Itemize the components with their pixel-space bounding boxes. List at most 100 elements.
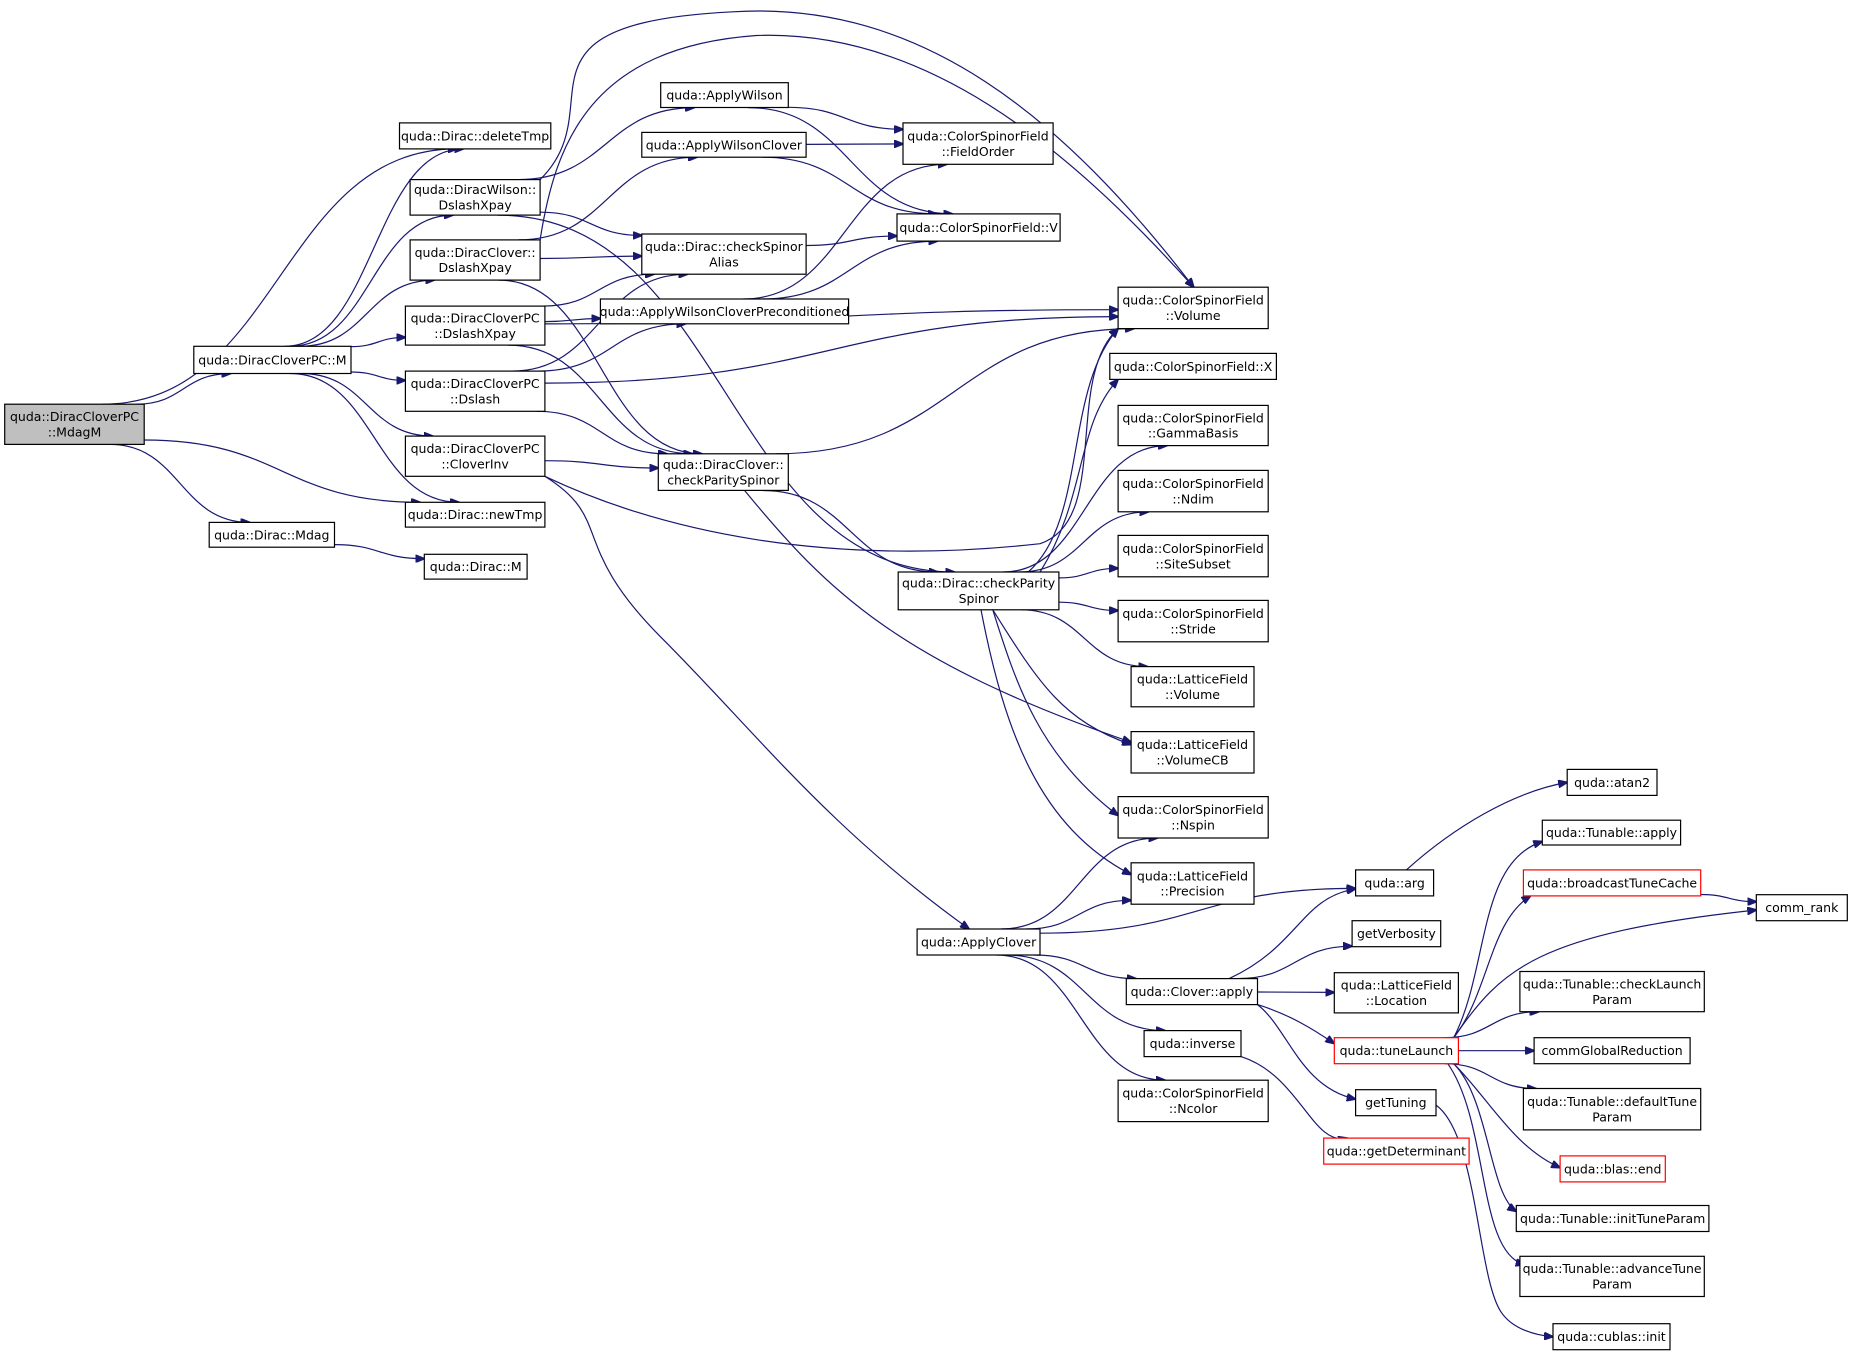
node-arg[interactable]: quda::arg bbox=[1354, 869, 1435, 897]
node-csfx[interactable]: quda::ColorSpinorField::X bbox=[1109, 352, 1278, 380]
node-stride[interactable]: quda::ColorSpinorField::Stride bbox=[1117, 599, 1269, 643]
node-csfvolume[interactable]: quda::ColorSpinorField::Volume bbox=[1117, 286, 1269, 330]
node-box[interactable] bbox=[1117, 795, 1269, 839]
node-lfvolume[interactable]: quda::LatticeField::Volume bbox=[1130, 665, 1255, 708]
node-box[interactable] bbox=[1323, 1137, 1470, 1165]
node-deletetmp[interactable]: quda::Dirac::deleteTmp bbox=[398, 122, 552, 150]
node-mdag[interactable]: quda::Dirac::Mdag bbox=[208, 521, 336, 548]
node-box[interactable] bbox=[641, 131, 807, 158]
node-box[interactable] bbox=[657, 453, 789, 491]
node-box[interactable] bbox=[208, 521, 336, 548]
node-csfv[interactable]: quda::ColorSpinorField::V bbox=[896, 213, 1061, 242]
node-box[interactable] bbox=[1117, 286, 1269, 330]
node-diracm[interactable]: quda::Dirac::M bbox=[423, 553, 528, 580]
node-applywcp[interactable]: quda::ApplyWilsonCloverPreconditioned bbox=[599, 298, 850, 325]
node-gettuning[interactable]: getTuning bbox=[1354, 1089, 1437, 1117]
node-box[interactable] bbox=[1333, 1037, 1460, 1065]
node-box[interactable] bbox=[4, 403, 145, 446]
node-box[interactable] bbox=[423, 553, 528, 580]
node-box[interactable] bbox=[409, 239, 541, 281]
node-box[interactable] bbox=[404, 501, 546, 528]
node-tunableapply[interactable]: quda::Tunable::apply bbox=[1541, 819, 1682, 846]
node-inittune[interactable]: quda::Tunable::initTuneParam bbox=[1515, 1204, 1710, 1233]
node-cloverparity[interactable]: quda::DiracClover::checkParitySpinor bbox=[657, 453, 789, 491]
node-box[interactable] bbox=[897, 571, 1060, 611]
node-box[interactable] bbox=[1125, 977, 1259, 1006]
node-box[interactable] bbox=[1130, 665, 1255, 708]
node-box[interactable] bbox=[1354, 869, 1435, 897]
node-getverbosity[interactable]: getVerbosity bbox=[1351, 920, 1442, 948]
node-box[interactable] bbox=[1117, 469, 1269, 513]
node-box[interactable] bbox=[1109, 352, 1278, 380]
node-blasend[interactable]: quda::blas::end bbox=[1559, 1155, 1666, 1183]
node-box[interactable] bbox=[1541, 819, 1682, 846]
node-mdagm[interactable]: quda::DiracCloverPC::MdagM bbox=[4, 403, 145, 446]
node-box[interactable] bbox=[1519, 1255, 1705, 1298]
node-box[interactable] bbox=[1566, 768, 1658, 797]
node-box[interactable] bbox=[1130, 730, 1255, 774]
node-ncolor[interactable]: quda::ColorSpinorField::Ncolor bbox=[1117, 1079, 1269, 1123]
node-inverse[interactable]: quda::inverse bbox=[1143, 1029, 1242, 1058]
node-box[interactable] bbox=[404, 305, 546, 346]
node-box[interactable] bbox=[1522, 1087, 1702, 1131]
node-box[interactable] bbox=[1117, 404, 1269, 447]
node-box[interactable] bbox=[1130, 862, 1255, 905]
node-lfvolumecb[interactable]: quda::LatticeField::VolumeCB bbox=[1130, 730, 1255, 774]
node-box[interactable] bbox=[1117, 534, 1269, 578]
node-box[interactable] bbox=[1354, 1089, 1437, 1117]
node-cublasinit[interactable]: quda::cublas::init bbox=[1552, 1323, 1671, 1351]
node-applywilson[interactable]: quda::ApplyWilson bbox=[660, 82, 789, 109]
node-box[interactable] bbox=[1522, 869, 1702, 897]
node-box[interactable] bbox=[660, 82, 789, 109]
node-tunelaunch[interactable]: quda::tuneLaunch bbox=[1333, 1037, 1460, 1065]
node-location[interactable]: quda::LatticeField::Location bbox=[1333, 972, 1460, 1014]
node-commglobal[interactable]: commGlobalReduction bbox=[1533, 1037, 1691, 1065]
node-box[interactable] bbox=[193, 345, 352, 375]
node-cloverxpay[interactable]: quda::DiracClover::DslashXpay bbox=[409, 239, 541, 281]
node-box[interactable] bbox=[916, 928, 1041, 956]
node-precision[interactable]: quda::LatticeField::Precision bbox=[1130, 862, 1255, 905]
node-applywilsonclover[interactable]: quda::ApplyWilsonClover bbox=[641, 131, 807, 158]
node-fieldorder[interactable]: quda::ColorSpinorField::FieldOrder bbox=[902, 122, 1054, 165]
node-commrank[interactable]: comm_rank bbox=[1755, 894, 1848, 922]
node-box[interactable] bbox=[902, 122, 1054, 165]
node-newtmp[interactable]: quda::Dirac::newTmp bbox=[404, 501, 546, 528]
node-atan2[interactable]: quda::atan2 bbox=[1566, 768, 1658, 797]
node-wilsonxpay[interactable]: quda::DiracWilson::DslashXpay bbox=[409, 179, 541, 216]
node-box[interactable] bbox=[398, 122, 552, 150]
node-box[interactable] bbox=[896, 213, 1061, 242]
node-diracparity[interactable]: quda::Dirac::checkParitySpinor bbox=[897, 571, 1060, 611]
node-broadcast[interactable]: quda::broadcastTuneCache bbox=[1522, 869, 1702, 897]
node-box[interactable] bbox=[1559, 1155, 1666, 1183]
node-box[interactable] bbox=[409, 179, 541, 216]
node-ndim[interactable]: quda::ColorSpinorField::Ndim bbox=[1117, 469, 1269, 513]
node-box[interactable] bbox=[1755, 894, 1848, 922]
node-box[interactable] bbox=[1333, 972, 1460, 1014]
node-box[interactable] bbox=[1515, 1204, 1710, 1233]
node-sitesubset[interactable]: quda::ColorSpinorField::SiteSubset bbox=[1117, 534, 1269, 578]
node-getdeterminant[interactable]: quda::getDeterminant bbox=[1323, 1137, 1470, 1165]
node-cloverinv[interactable]: quda::DiracCloverPC::CloverInv bbox=[404, 435, 546, 477]
node-pcdslash[interactable]: quda::DiracCloverPC::Dslash bbox=[404, 370, 546, 412]
node-applyclover[interactable]: quda::ApplyClover bbox=[916, 928, 1041, 956]
node-box[interactable] bbox=[404, 370, 546, 412]
node-box[interactable] bbox=[1143, 1029, 1242, 1058]
node-box[interactable] bbox=[1117, 1079, 1269, 1123]
node-gammabasis[interactable]: quda::ColorSpinorField::GammaBasis bbox=[1117, 404, 1269, 447]
node-box[interactable] bbox=[641, 233, 807, 275]
node-box[interactable] bbox=[599, 298, 850, 325]
node-box[interactable] bbox=[1117, 599, 1269, 643]
node-box[interactable] bbox=[1351, 920, 1442, 948]
node-box[interactable] bbox=[1552, 1323, 1671, 1351]
node-box[interactable] bbox=[1533, 1037, 1691, 1065]
node-cloverapply[interactable]: quda::Clover::apply bbox=[1125, 977, 1259, 1006]
node-box[interactable] bbox=[1519, 970, 1705, 1013]
node-pcxpay[interactable]: quda::DiracCloverPC::DslashXpay bbox=[404, 305, 546, 346]
node-nspin[interactable]: quda::ColorSpinorField::Nspin bbox=[1117, 795, 1269, 839]
node-box[interactable] bbox=[404, 435, 546, 477]
node-m[interactable]: quda::DiracCloverPC::M bbox=[193, 345, 352, 375]
